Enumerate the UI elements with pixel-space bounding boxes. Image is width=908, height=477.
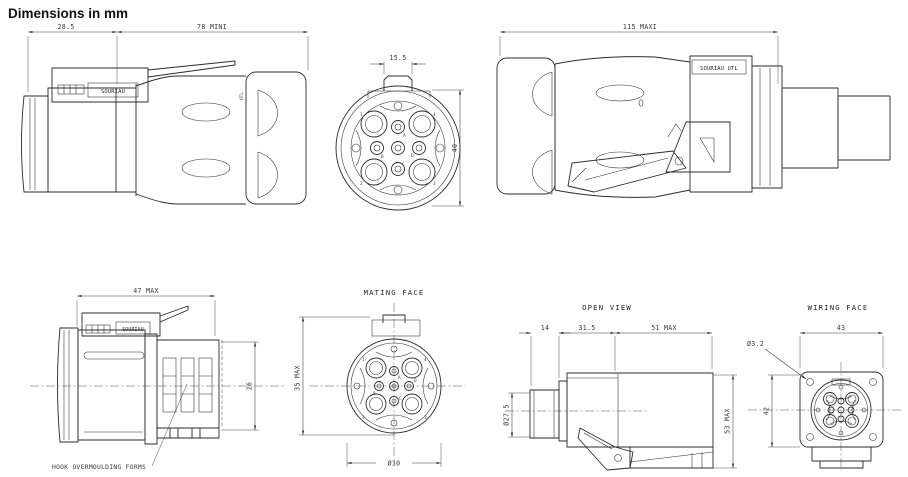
dim-front: 14 bbox=[541, 324, 550, 332]
contact-4-label: 4 bbox=[424, 357, 427, 363]
contact-1-label: 1 bbox=[362, 357, 365, 363]
contact-3-label: 3 bbox=[424, 415, 427, 421]
dim-rear-length: 28.5 bbox=[57, 23, 74, 31]
contact-4-label: 4 bbox=[433, 112, 436, 118]
dim-width: 43 bbox=[837, 324, 846, 332]
contact-b-label: B bbox=[373, 391, 376, 397]
dim-height: 53 MAX bbox=[724, 408, 732, 434]
dim-height: 35 MAX bbox=[294, 365, 302, 391]
dim-height: 42 bbox=[763, 407, 771, 416]
contact-a-label: A bbox=[398, 375, 401, 381]
hook-overmoulding-note: HOOK OVERMOULDING FORMS bbox=[52, 464, 146, 471]
brand-label: SOURIAU UTL bbox=[700, 66, 738, 72]
plug-side-view-drawing: 28.5 78 MINI SOURIAU UTL bbox=[21, 23, 309, 205]
dim-hole-diameter: Ø3.2 bbox=[747, 340, 764, 348]
open-view-drawing: OPEN VIEW 14 31.5 51 MAX Ø27.5 bbox=[503, 303, 737, 471]
dim-body-length: 78 MINI bbox=[197, 23, 227, 31]
contact-c-label: C bbox=[399, 396, 402, 402]
mating-face-drawing: MATING FACE 1 4 2 3 A D B C bbox=[294, 288, 465, 468]
receptacle-side-view-drawing: 47 MAX SOURIAU 26 HOOK OVERMOULDIN bbox=[30, 287, 285, 471]
open-view-title: OPEN VIEW bbox=[582, 303, 632, 312]
contact-3-label: 3 bbox=[433, 181, 436, 187]
contact-a-label: A bbox=[403, 133, 406, 139]
contact-2-label: 2 bbox=[362, 415, 365, 421]
plug-front-face-drawing: 15.5 40 1 4 2 3 A D bbox=[335, 54, 464, 211]
dim-diameter: Ø30 bbox=[388, 460, 401, 468]
shell-marking: UTL bbox=[239, 92, 245, 100]
mating-face-title: MATING FACE bbox=[364, 288, 425, 297]
wiring-face-title: WIRING FACE bbox=[808, 303, 869, 312]
contact-c-label: C bbox=[402, 162, 405, 168]
brand-label: SOURIAU bbox=[101, 89, 125, 95]
dim-middle: 31.5 bbox=[578, 324, 595, 332]
dim-body: 51 MAX bbox=[651, 324, 677, 332]
contact-2-label: 2 bbox=[360, 181, 363, 187]
dim-overall-length: 115 MAXI bbox=[623, 23, 657, 31]
contact-d-label: D bbox=[411, 153, 414, 159]
page-title: Dimensions in mm bbox=[8, 6, 129, 21]
brand-label: SOURIAU bbox=[122, 327, 144, 333]
contact-b-label: B bbox=[381, 154, 384, 160]
contact-1-label: 1 bbox=[360, 112, 363, 118]
contact-d-label: D bbox=[414, 378, 417, 384]
plug-lever-open-drawing: 115 MAXI SOURIAU UTL bbox=[496, 23, 891, 198]
dim-length: 47 MAX bbox=[133, 287, 159, 295]
dim-key-width: 15.5 bbox=[389, 54, 406, 62]
wiring-face-drawing: WIRING FACE 43 Ø3.2 bbox=[747, 303, 903, 470]
dim-tube-diameter: Ø27.5 bbox=[503, 404, 511, 425]
